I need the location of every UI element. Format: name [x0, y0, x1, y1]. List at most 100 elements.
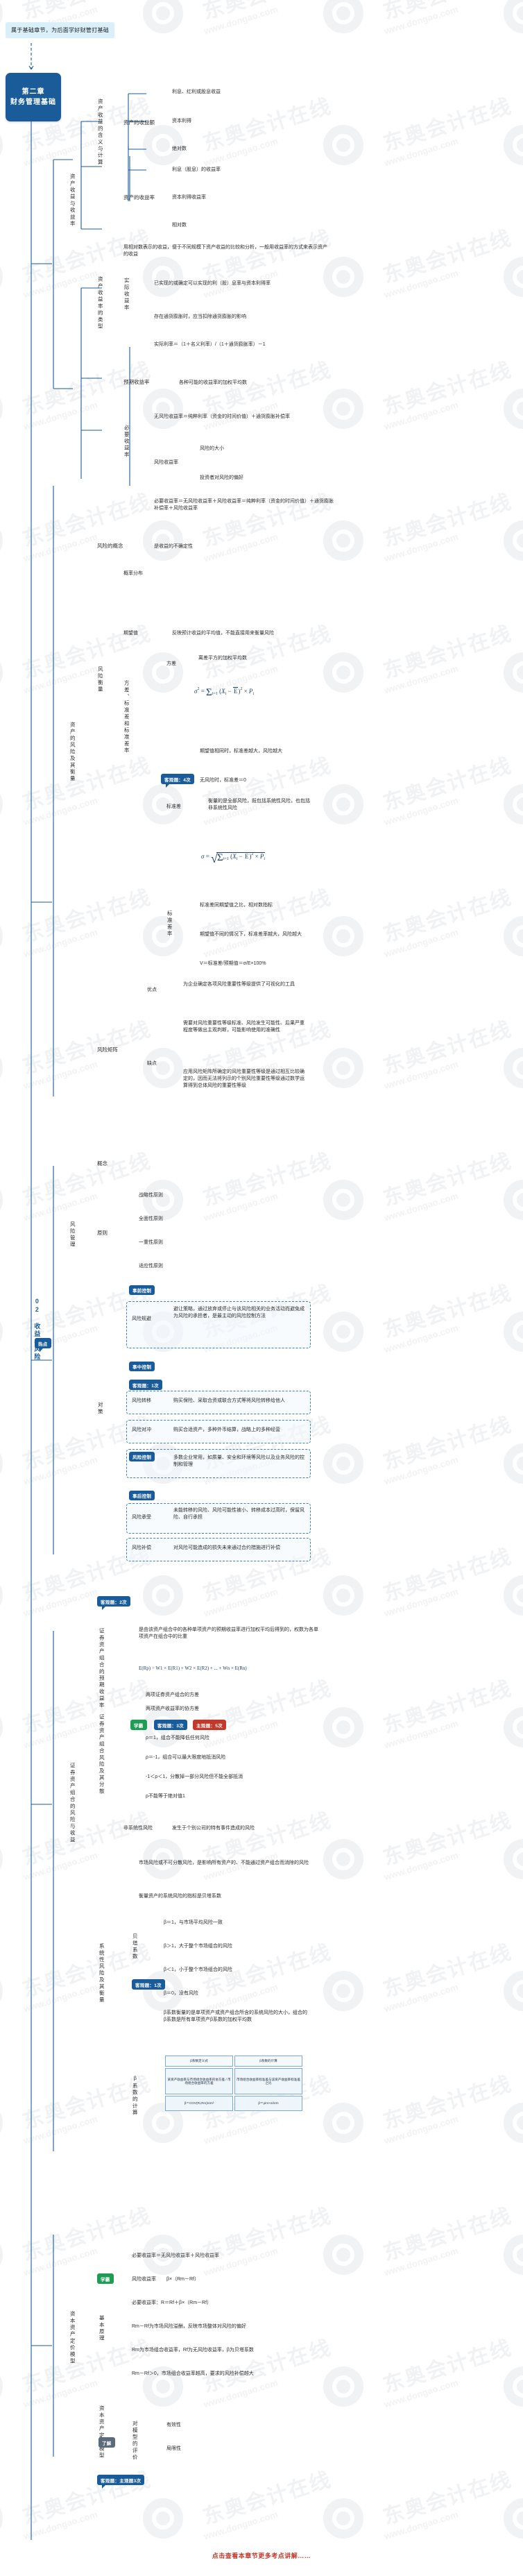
actual-return-rate-label[interactable]: 实际收益率 [123, 278, 130, 312]
sdr-item: 期望值不同的情况下，标准差率越大，风险越大 [200, 932, 302, 937]
variance-label[interactable]: 方差 [166, 661, 176, 666]
risk-hedge-box [126, 1420, 311, 1443]
capm-item: 必要收益率＝无风险收益率＋风险收益率 [132, 2253, 219, 2258]
risk-transfer-label[interactable]: 风险转移 [132, 1398, 151, 1403]
asset-return-rate-label[interactable]: 资产的收益率 [123, 194, 155, 201]
sd-item: 衡量的是全部风险，既包括系统性风险，也包括非系统性风险 [208, 799, 310, 811]
risk-compensate-value: 对风险可能造成的损失未来通过合约措施进行补偿 [173, 1545, 280, 1550]
branch5-title[interactable]: 资本资产定价模型 [69, 2311, 76, 2365]
return-item: 绝对数 [172, 146, 187, 151]
branch4-title[interactable]: 证券资产组合的风险与收益 [69, 1763, 76, 1844]
badge-hot: 热点 [35, 1338, 51, 1352]
badge-beta-frequency: 客观题：1次 [132, 1979, 165, 1990]
badge-risk-control: 风险控制 [129, 1452, 155, 1461]
portfolio-risk-label[interactable]: 证券资产组合风险及其分散 [98, 1714, 105, 1795]
unsystematic-risk-label[interactable]: 非系统性风险 [123, 1826, 153, 1831]
strategy-label[interactable]: 对策 [97, 1402, 104, 1416]
sd-rate-label[interactable]: 标准差率 [166, 910, 173, 938]
expected-value-text: 反映预计收益的平均值，不能直接用来衡量风险 [172, 631, 274, 636]
badge-transfer-frequency: 客观题：1次 [129, 1380, 162, 1390]
risk-avoid-label[interactable]: 风险规避 [132, 1316, 151, 1321]
principle-item: 一重性原则 [139, 1240, 163, 1245]
asset-return-amount-label[interactable]: 资产的收益额 [123, 119, 155, 126]
branch2-title[interactable]: 资产的风险及其衡量 [69, 722, 76, 783]
badge-learn: 学霸 [130, 1720, 147, 1730]
risk-control-value: 多数企业常用，如质量、安全和环境等风险以及业务风险的控制和管理 [173, 1455, 305, 1468]
risk-mgmt-concept-label[interactable]: 概念 [97, 1160, 108, 1167]
actual-item: 实际利率＝（1＋名义利率）/（1＋通货膨胀率）－1 [154, 342, 266, 347]
beta-table-cell: β＝COV(Ri,Rm)/σm² [165, 2096, 233, 2111]
capm-principle-value: 必要收益率：R＝Rf＋β×（Rm－Rf） [132, 2300, 212, 2305]
badge-learn-branch5: 学霸 [97, 2273, 114, 2284]
risk-hedge-label[interactable]: 风险对冲 [132, 1427, 151, 1432]
coef-item: -1＜ρ＜1，分散掉一部分风险但不能全部抵消 [146, 1774, 243, 1779]
capm-model-label[interactable]: 资本资产定价模型 [98, 2405, 105, 2459]
risk-concept-label[interactable]: 风险的概念 [97, 543, 123, 549]
branch3-title[interactable]: 风险管理 [69, 1221, 76, 1248]
risk-transfer-value: 购买保险、采取合资或联合方式等将风险转移给他人 [173, 1398, 285, 1403]
eval-item: 有效性 [166, 2423, 181, 2427]
footer-link[interactable]: 点击查看本章节更多考点讲解…… [212, 2552, 311, 2559]
beta-item: β＝0，没有风险 [164, 1991, 198, 1996]
beta-table-cell: 市场组合收益率标准差与该资产收益率标准差之比 [234, 2068, 302, 2094]
badge-branch5-frequency: 客观题：主观题3次 [97, 2475, 145, 2489]
risk-transfer-box [126, 1391, 311, 1414]
expected-value: 各种可能的收益率的加权平均数 [179, 380, 247, 385]
badge-branch4-frequency: 客观题：2次 [97, 1596, 130, 1610]
sdr-item: 标准差同期望值之比，相对数指标 [200, 903, 273, 908]
required-item: 必要收益率＝无风险收益率＋风险收益率＝纯粹利率（资金的时间价值）＋通货膨胀补偿率… [154, 499, 334, 511]
expected-value-label[interactable]: 期望值 [123, 631, 138, 636]
beta-calc-table: β系数定义式 β系数的计算 某资产收益率与市场组合收益率的协方差 / 市场组合收… [165, 2056, 304, 2115]
beta-table-header: β系数定义式 [165, 2056, 233, 2067]
risk-compensate-box [126, 1538, 311, 1561]
badge-pre-control: 事前控制 [129, 1285, 155, 1295]
beta-table-header: β系数的计算 [234, 2056, 302, 2067]
branch1-sub1-title[interactable]: 资产收益的含义与计算 [97, 99, 104, 166]
sd-label[interactable]: 标准差 [166, 804, 181, 809]
beta-calc-caption: β系数的计算 [132, 2075, 139, 2117]
sd-pre-item: 无风险时，标准差＝0 [200, 778, 246, 783]
capm-note: Rm－Rf为市场风险溢酬，反映市场整体对风险的偏好 [132, 2324, 246, 2329]
principle-item: 战略性原则 [139, 1193, 163, 1198]
beta-coefficient-label[interactable]: 贝塔系数 [132, 1933, 139, 1960]
sdr-item: V＝标准差/预期值＝σ/E×100% [200, 961, 266, 966]
portfolio-return-label[interactable]: 证券资产组合的预期收益率 [98, 1628, 105, 1709]
capm-principle-label[interactable]: 基本原理 [98, 2315, 105, 2342]
prob-dist-label[interactable]: 概率分布 [123, 571, 143, 576]
capm-note: Rm为市场组合收益率，Rf为无风险收益率，β为贝塔系数 [132, 2348, 254, 2353]
risk-child: 投资者对风险的偏好 [200, 475, 243, 480]
portfolio-return-formula: E(Rp) = W1 × E(R1) + W2 × E(R2) + ... + … [139, 1666, 247, 1671]
principle-item: 适应性原则 [139, 1264, 163, 1269]
root-node[interactable]: 第二章 财务管理基础 [6, 73, 61, 121]
badge-variance-frequency: 客观题：4次 [161, 774, 194, 788]
eval-item: 局限性 [166, 2446, 181, 2451]
matrix-pros-label[interactable]: 优点 [147, 988, 157, 992]
matrix-cons-label[interactable]: 缺点 [147, 1061, 157, 1066]
expected-return-rate-label[interactable]: 预期收益率 [123, 379, 150, 385]
risk-retain-label[interactable]: 风险承受 [132, 1515, 151, 1520]
coef-item: ρ＝-1，组合可以最大限度地抵消风险 [146, 1755, 226, 1760]
branch1-sub2-title[interactable]: 资产收益率的类型 [97, 276, 104, 330]
actual-item: 已实现的或确定可以实现的利（股）息率与资本利得率 [154, 281, 271, 286]
variance-sd-group-label[interactable]: 方差、标准差和标准差率 [123, 680, 130, 754]
risk-return-rate-label[interactable]: 风险收益率 [154, 460, 178, 465]
beta-item: β＜1，小于整个市场组合的风险 [164, 1967, 232, 1972]
required-return-rate-label[interactable]: 必要收益率 [123, 425, 130, 459]
sd-formula: σ = Σi=1 (Xi − E)2 × Pi [201, 851, 266, 866]
risk-matrix-label[interactable]: 风险矩阵 [97, 1046, 118, 1053]
beta-table-cell: β＝ρim×σi/σm [234, 2096, 302, 2111]
risk-compensate-label[interactable]: 风险补偿 [132, 1545, 151, 1550]
risk-measure-title[interactable]: 风险衡量 [97, 666, 104, 693]
root-title-line2: 财务管理基础 [10, 99, 56, 106]
systematic-item: 衡量资产的系统风险的指标是贝塔系数 [139, 1894, 221, 1899]
matrix-cons-item: 需要对风险重要性等级标准、风险发生可能性、后果严重程度等做出主观判断，可能影响使… [183, 1021, 305, 1033]
capm-note: Rm－Rf＞0，市场组合收益率越高，要求的风险补偿越大 [132, 2371, 254, 2376]
required-item: 无风险收益率＝纯粹利率（资金的时间价值）＋通货膨胀补偿率 [154, 414, 290, 419]
systematic-risk-label[interactable]: 系统性风险及其衡量 [98, 1943, 105, 2004]
branch1-title[interactable]: 资产收益与收益率 [69, 173, 76, 228]
capm-eval-label[interactable]: 对模型的评价 [132, 2421, 139, 2461]
systematic-item: 市场风险或不可分散风险，是影响所有资产的、不能通过资产组合而消除的风险 [139, 1861, 309, 1865]
return-item: 利息、红利或股息收益 [172, 90, 221, 94]
principles-label[interactable]: 原则 [97, 1230, 108, 1236]
